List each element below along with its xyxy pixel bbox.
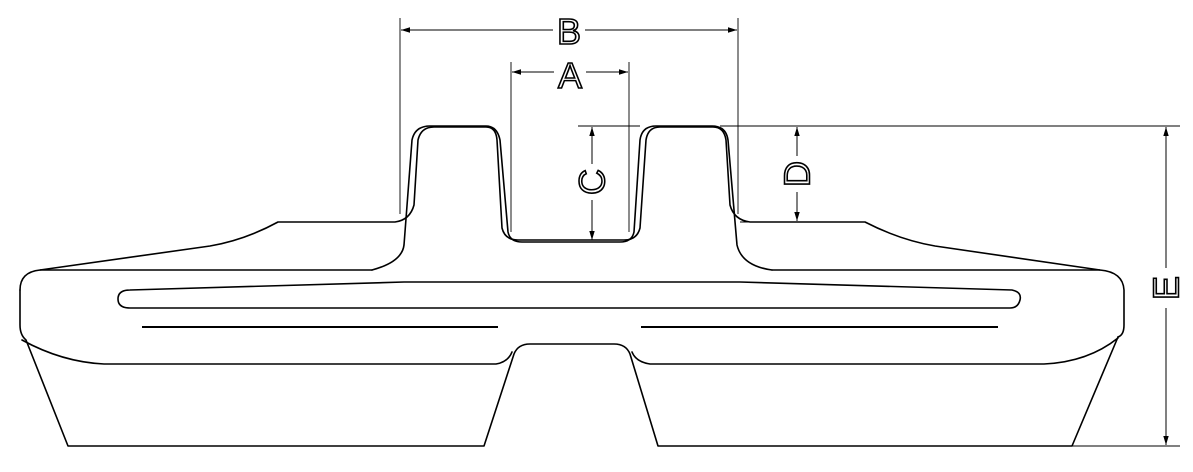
dimension-b: B — [399, 10, 739, 214]
dimension-a-label-bg — [554, 56, 586, 90]
left-lug-inner-contour — [371, 125, 773, 271]
upper-outline — [19, 126, 1125, 338]
dimension-c: C — [571, 125, 640, 240]
shoe-profile — [19, 125, 1125, 447]
dimension-e-label-bg — [1148, 268, 1184, 308]
right-lower-shoulder — [631, 337, 1119, 365]
dimension-b-label: B — [557, 11, 581, 52]
left-lower-shoulder — [21, 339, 513, 365]
lower-outline — [19, 289, 1119, 447]
center-slot — [117, 281, 1022, 309]
dimension-d: D — [720, 125, 1180, 223]
dimension-a-label: A — [558, 55, 582, 96]
dimension-a: A — [510, 54, 630, 232]
dimension-e: E — [1072, 127, 1187, 447]
dimension-b-label-bg — [553, 12, 585, 48]
dimension-e-label: E — [1146, 276, 1187, 300]
dimension-d-label: D — [777, 161, 818, 187]
dimension-d-label-bg — [779, 156, 815, 192]
dimension-c-label: C — [572, 169, 613, 195]
dimension-c-label-bg — [574, 164, 610, 200]
